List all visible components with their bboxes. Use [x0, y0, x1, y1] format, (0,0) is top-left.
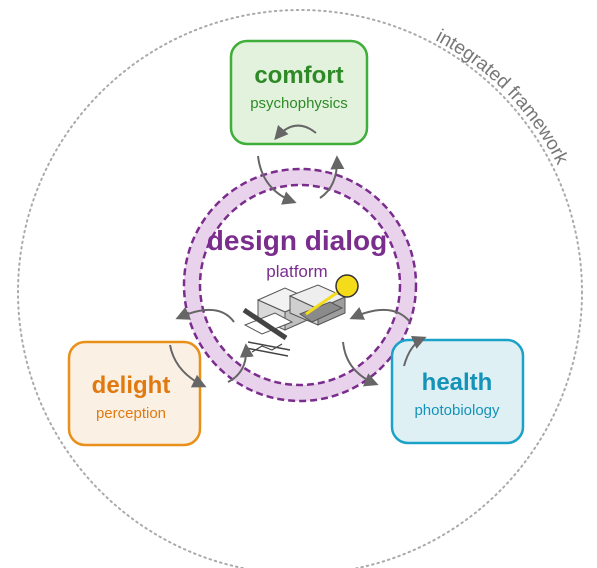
- feedback-arrows: [169, 124, 427, 388]
- comfort-inner-arrow: [274, 124, 317, 141]
- delight-to-center-arrow: [227, 343, 254, 383]
- health-to-center-arrow: [349, 307, 411, 323]
- design-dialog-platform: design dialog platform: [182, 167, 418, 403]
- comfort-box: [229, 39, 369, 146]
- center-to-health-arrow: [342, 341, 379, 387]
- framework-circle: [17, 9, 583, 568]
- delight-box: [67, 340, 202, 447]
- delight-title: delight: [92, 372, 171, 399]
- comfort-down-arrow: [257, 155, 297, 205]
- health-box: [390, 338, 525, 445]
- health-node: health photobiology: [390, 338, 525, 445]
- comfort-title: comfort: [254, 62, 343, 89]
- health-inner-arrow: [403, 335, 427, 367]
- sun-icon: [335, 274, 359, 298]
- comfort-node: comfort psychophysics: [229, 39, 369, 146]
- delight-subtitle: perception: [96, 405, 166, 422]
- platform-ring-band: [184, 169, 416, 401]
- framework-label-path: integrated framework: [433, 26, 573, 168]
- sun-ray: [305, 288, 342, 316]
- delight-inner-arrow: [169, 344, 207, 388]
- health-subtitle: photobiology: [414, 402, 500, 419]
- health-title: health: [422, 369, 493, 396]
- center-subtitle: platform: [266, 262, 327, 281]
- delight-node: delight perception: [67, 340, 202, 447]
- center-to-delight-arrow: [175, 307, 235, 323]
- center-title: design dialog: [207, 225, 387, 256]
- comfort-subtitle: psychophysics: [250, 95, 348, 112]
- platform-ring-outer: [182, 167, 418, 403]
- building-model-icon: [242, 284, 347, 357]
- comfort-up-arrow: [319, 155, 345, 199]
- framework-label: integrated framework: [433, 26, 573, 168]
- platform-ring-inner: [198, 183, 402, 387]
